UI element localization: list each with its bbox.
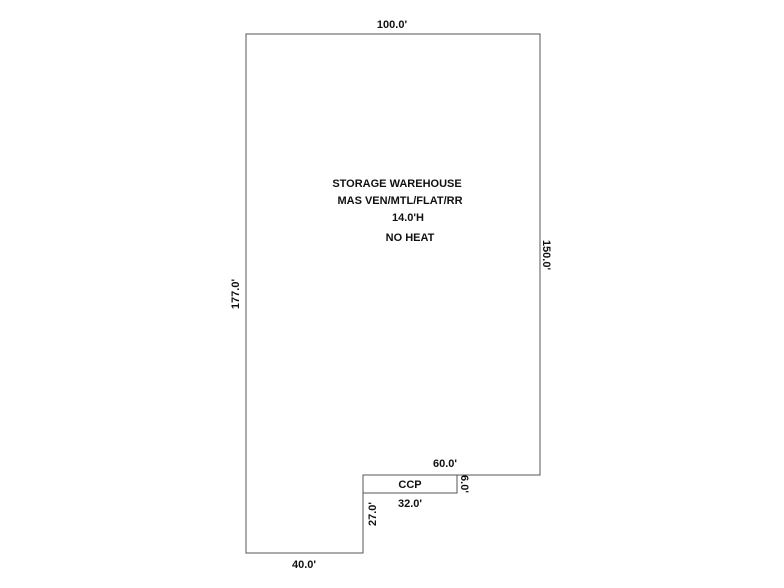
dimension-ccp-width: 32.0' <box>398 498 422 510</box>
dimension-left: 177.0' <box>230 279 242 310</box>
building-heat-label: NO HEAT <box>386 232 435 244</box>
dimension-notch-side: 6.0' <box>458 475 470 493</box>
dimension-bottom: 40.0' <box>292 559 316 571</box>
dimension-right: 150.0' <box>540 240 552 271</box>
ccp-area <box>362 474 458 494</box>
building-height-label: 14.0'H <box>392 212 424 224</box>
dimension-top: 100.0' <box>377 19 408 31</box>
building-construction-label: MAS VEN/MTL/FLAT/RR <box>337 195 462 207</box>
ccp-label: CCP <box>398 479 421 491</box>
building-use-label: STORAGE WAREHOUSE <box>332 178 461 190</box>
dimension-notch-inner: 27.0' <box>367 502 379 526</box>
dimension-notch-top: 60.0' <box>433 458 457 470</box>
